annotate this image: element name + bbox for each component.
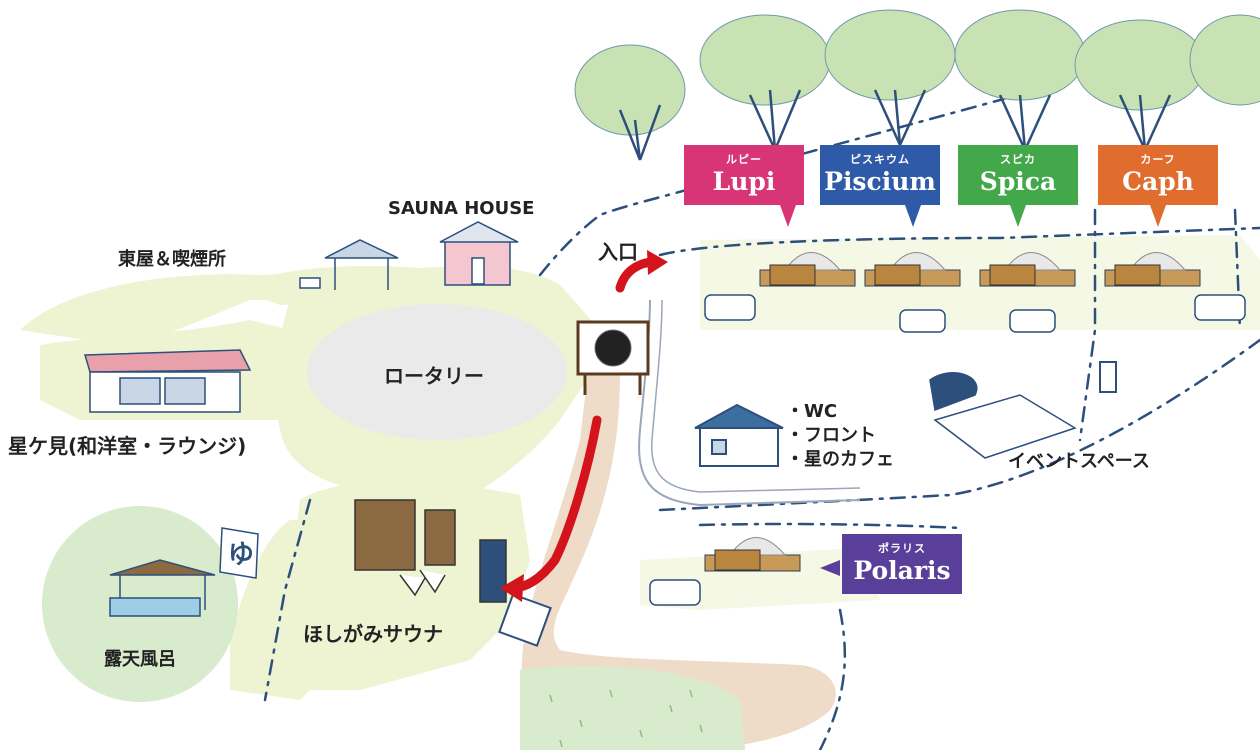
dome-tag-name: Spica xyxy=(979,167,1057,196)
rotary-label: ロータリー xyxy=(384,364,484,388)
dome-tag-polaris[interactable]: ポラリス Polaris xyxy=(842,534,962,594)
dome-tag-name: Caph xyxy=(1122,167,1194,196)
dome-tag-name: Lupi xyxy=(712,167,776,196)
dome-tag-kana: ルピー xyxy=(726,153,762,166)
entrance-label: 入口 xyxy=(598,240,638,264)
event-space-stage xyxy=(929,372,1077,459)
open-bath-pavilion xyxy=(109,527,259,617)
sauna-house-label: SAUNA HOUSE xyxy=(388,198,535,219)
yu-sign-text: ゆ xyxy=(228,540,255,570)
dome-tag-caph[interactable]: カーフ Caph xyxy=(1098,145,1218,205)
facility-item-wc: ・WC xyxy=(786,401,838,422)
dome-tag-kana: スピカ xyxy=(1000,153,1036,166)
facility-item-cafe: ・星のカフェ xyxy=(786,449,894,470)
stairs xyxy=(498,361,1117,647)
sauna-huts xyxy=(354,499,507,603)
dome-pin-polaris xyxy=(820,560,840,576)
dome-tag-name: Polaris xyxy=(853,556,951,585)
dome-pin-spica xyxy=(1010,205,1026,227)
tree-row xyxy=(574,9,1260,136)
dome-tag-name: Piscium xyxy=(824,167,936,196)
dome-cabins xyxy=(704,252,1201,572)
facility-list: ・WC ・フロント ・星のカフェ xyxy=(786,400,894,472)
dome-tag-spica[interactable]: スピカ Spica xyxy=(958,145,1078,205)
parked-cars xyxy=(649,294,1246,606)
hoshigami-sauna-label: ほしがみサウナ xyxy=(303,622,443,646)
azumaya-gazebo xyxy=(299,239,399,290)
dome-pin-lupi xyxy=(780,205,796,227)
walkway xyxy=(521,372,836,750)
dome-tag-kana: ピスキウム xyxy=(850,153,910,166)
dome-tag-kana: カーフ xyxy=(1140,153,1176,166)
dome-tag-kana: ポラリス xyxy=(878,542,926,555)
open-bath-label: 露天風呂 xyxy=(104,649,176,670)
azumaya-label: 東屋＆喫煙所 xyxy=(118,249,226,270)
event-space-label: イベントスペース xyxy=(1008,451,1150,472)
dome-pin-caph xyxy=(1150,205,1166,227)
facility-item-front: ・フロント xyxy=(786,425,876,446)
dome-tag-lupi[interactable]: ルピー Lupi xyxy=(684,145,804,205)
dome-tag-piscium[interactable]: ピスキウム Piscium xyxy=(820,145,940,205)
dome-pin-piscium xyxy=(905,205,921,227)
hoshigami-building xyxy=(84,349,252,413)
signboard xyxy=(576,320,650,395)
facility-building xyxy=(694,403,784,467)
grass-field xyxy=(520,665,745,750)
rotary-area xyxy=(307,304,567,440)
sauna-house-building xyxy=(439,221,519,286)
hoshigami-room-label: 星ケ見(和洋室・ラウンジ) xyxy=(8,434,247,458)
